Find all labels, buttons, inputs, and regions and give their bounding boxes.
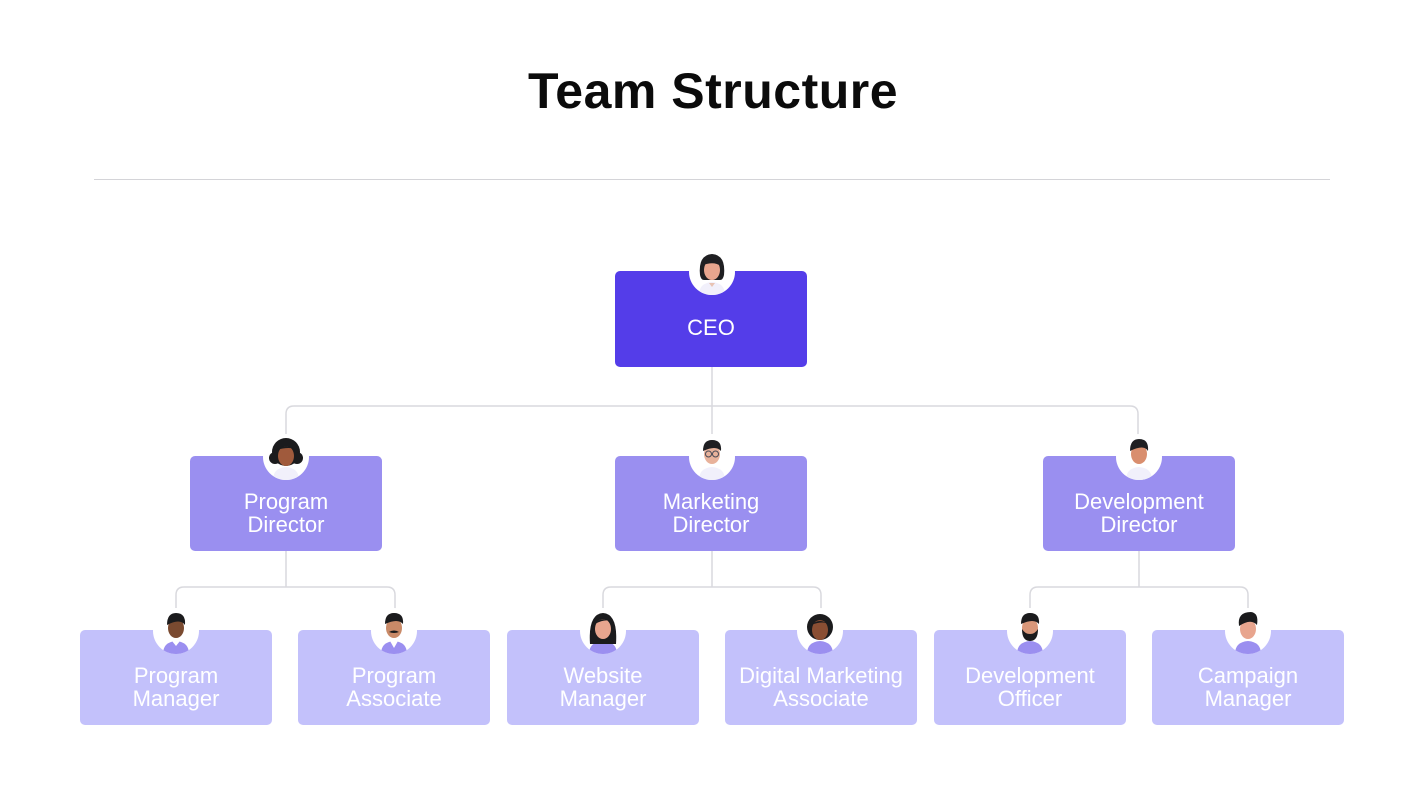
campaign-manager-label: Campaign Manager: [1197, 662, 1299, 711]
woman-bob-hair-avatar-icon: [689, 249, 735, 295]
ceo-label: CEO: [687, 314, 735, 340]
woman-long-hair-avatar-icon: [580, 608, 626, 654]
marketing-director-label: Marketing Director: [662, 488, 760, 537]
woman-curly-hair-avatar-icon: [263, 434, 309, 480]
man-short-hair-avatar-icon: [1116, 434, 1162, 480]
man-mustache-avatar-icon: [371, 608, 417, 654]
man-short-hair-avatar-icon: [153, 608, 199, 654]
connector-development-branch: [1029, 551, 1249, 630]
title-divider: [94, 179, 1330, 180]
page-title: Team Structure: [527, 63, 899, 119]
program-director-box[interactable]: Program Director: [190, 456, 382, 551]
development-director-label: Development Director: [1074, 488, 1204, 537]
campaign-manager-box[interactable]: Campaign Manager: [1152, 630, 1344, 725]
website-manager-label: Website Manager: [559, 662, 647, 711]
man-beard-avatar-icon: [1007, 608, 1053, 654]
woman-short-hair-avatar-icon: [797, 608, 843, 654]
digital-marketing-associate-label: Digital Marketing Associate: [739, 662, 903, 711]
man-quiff-avatar-icon: [1225, 608, 1271, 654]
program-director-label: Program Director: [243, 488, 329, 537]
program-manager-label: Program Manager: [132, 662, 220, 711]
man-glasses-avatar-icon: [689, 434, 735, 480]
program-associate-label: Program Associate: [346, 662, 442, 711]
development-officer-label: Development Officer: [965, 662, 1095, 711]
connector-marketing-branch: [602, 551, 822, 630]
connector-program-branch: [175, 551, 396, 630]
